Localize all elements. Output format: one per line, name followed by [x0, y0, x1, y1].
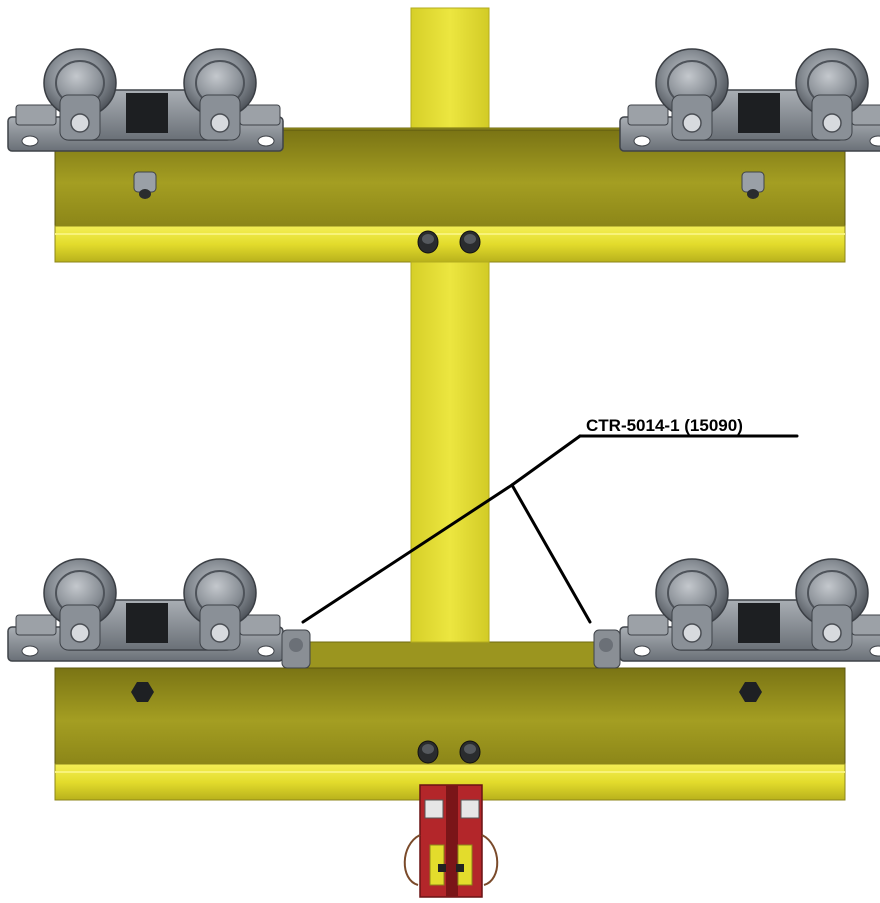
- trolley-top-right: [619, 48, 880, 152]
- lower-center-nut-left: [417, 740, 439, 764]
- upper-center-nut-left: [417, 230, 439, 254]
- trolley-bottom-left: [7, 558, 284, 662]
- trolley-bottom-right: [619, 558, 880, 662]
- leader-segment-to-junction: [510, 434, 582, 487]
- red-end-bracket: [403, 784, 499, 898]
- part-number-label: CTR-5014-1 (15090): [586, 416, 743, 435]
- upper-beam-side-bolt-left: [133, 171, 157, 199]
- leader-segment-right: [510, 483, 592, 624]
- lower-crossbar-left-bracket: [281, 629, 311, 669]
- lower-beam-hex-nut-right: [739, 682, 762, 702]
- upper-beam-side-bolt-right: [741, 171, 765, 199]
- trolley-top-left: [7, 48, 284, 152]
- lower-beam-hex-nut-left: [131, 682, 154, 702]
- lower-crossbar-right-bracket: [593, 629, 621, 669]
- vertical-beam-front: [410, 261, 490, 643]
- callout-leader: [301, 434, 799, 624]
- leader-segment-left: [301, 483, 514, 624]
- lower-center-nut-right: [459, 740, 481, 764]
- lower-runway-beam: [54, 667, 846, 801]
- upper-center-nut-right: [459, 230, 481, 254]
